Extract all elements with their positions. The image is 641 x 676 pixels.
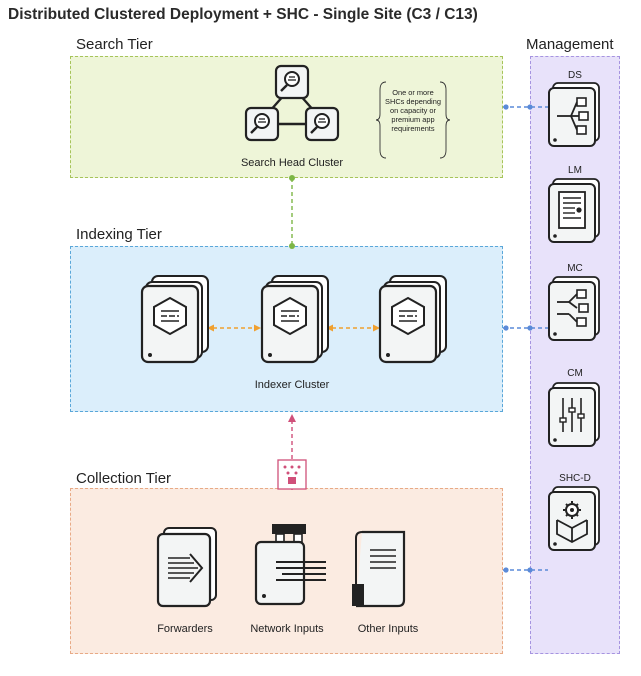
shc-note: One or more SHCs depending on capacity o… — [385, 88, 441, 133]
mgmt-link-search — [503, 104, 548, 110]
search-head-right-icon — [304, 106, 340, 142]
indexing-tier-label: Indexing Tier — [76, 226, 162, 243]
search-tier-zone — [70, 56, 503, 178]
management-label: Management — [526, 36, 614, 53]
monitoring-console-icon — [548, 276, 600, 341]
indexer-3-icon — [378, 275, 447, 364]
license-master-icon — [548, 178, 600, 243]
search-head-top-icon — [274, 64, 310, 100]
shc-deployer-icon — [548, 486, 600, 551]
search-index-link — [289, 175, 295, 249]
deployment-server-icon — [548, 82, 600, 147]
search-tier-label: Search Tier — [76, 36, 153, 53]
network-inputs-icon — [254, 524, 326, 606]
forwarders-label: Forwarders — [157, 623, 213, 635]
note-braces — [375, 81, 451, 159]
search-head-left-icon — [244, 106, 280, 142]
search-head-cluster-icon — [244, 64, 340, 142]
diagram-title: Distributed Clustered Deployment + SHC -… — [8, 6, 478, 23]
forwarders-icon — [156, 527, 217, 608]
indexer-cluster-label: Indexer Cluster — [254, 379, 330, 391]
replication-link-right — [326, 324, 380, 332]
load-balancer-icon — [277, 459, 307, 490]
mgmt-label-ds: DS — [568, 70, 582, 81]
network-inputs-label: Network Inputs — [250, 623, 324, 635]
mgmt-label-lm: LM — [568, 165, 582, 176]
replication-link-left — [207, 324, 261, 332]
cluster-master-icon — [548, 382, 600, 447]
mgmt-link-collection — [503, 567, 548, 573]
mgmt-label-shcd: SHC-D — [559, 473, 591, 484]
other-inputs-label: Other Inputs — [357, 623, 419, 635]
indexer-2-icon — [260, 275, 329, 364]
search-head-cluster-label: Search Head Cluster — [240, 157, 344, 169]
mgmt-link-indexing — [503, 325, 548, 331]
mgmt-label-mc: MC — [567, 263, 583, 274]
mgmt-label-cm: CM — [567, 368, 583, 379]
management-zone — [530, 56, 620, 654]
collection-tier-label: Collection Tier — [76, 470, 172, 487]
other-inputs-icon — [352, 530, 406, 608]
indexer-1-icon — [140, 275, 209, 364]
